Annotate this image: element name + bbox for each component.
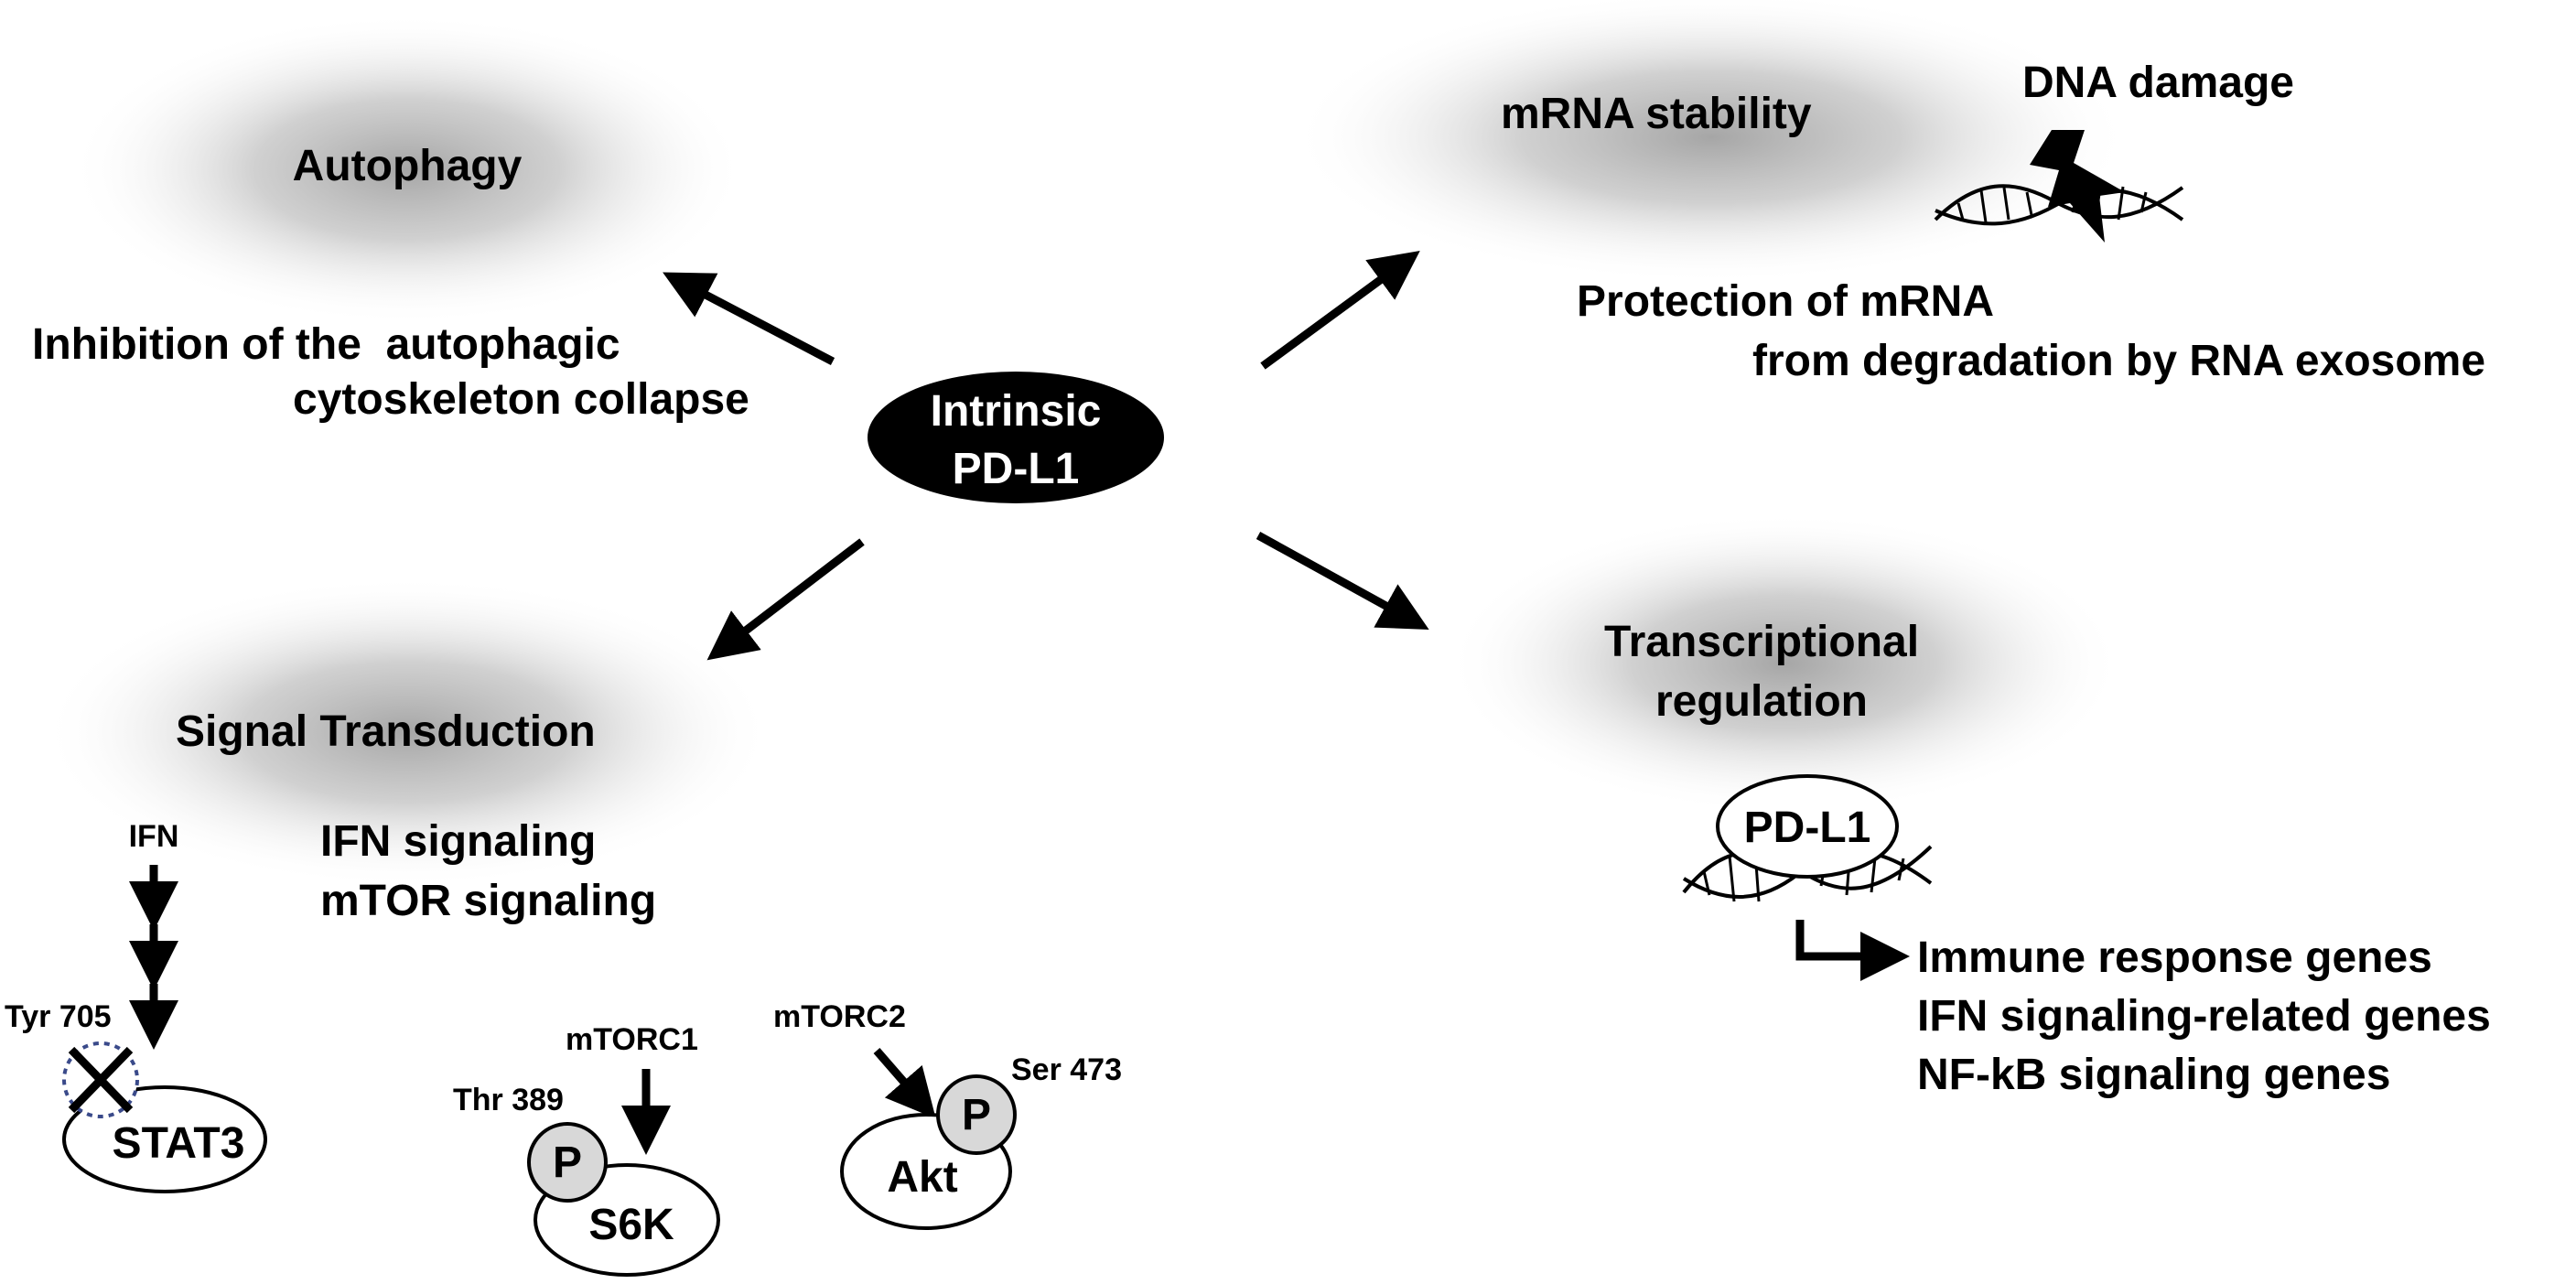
autophagy-desc-line2: cytoskeleton collapse [293, 375, 749, 424]
arrow-to-signal [706, 538, 865, 661]
transcription-cloud [1446, 513, 2123, 815]
transcription-start-arrow [1795, 920, 1910, 981]
mtorc2-arrow [873, 1048, 936, 1119]
s6k-label: S6K [588, 1201, 674, 1249]
pdl1-node [1716, 774, 1899, 879]
lightning-bolt-icon [2030, 130, 2125, 243]
mtorc1-label: mTORC1 [566, 1022, 698, 1057]
signal-desc-line2: mTOR signaling [320, 877, 656, 925]
thr389-label: Thr 389 [453, 1083, 564, 1117]
s6k-phospho-label: P [553, 1138, 582, 1187]
autophagy-cloud [69, 14, 746, 325]
mrna-desc-line1: Protection of mRNA [1577, 277, 1994, 326]
ser473-label: Ser 473 [1011, 1052, 1122, 1087]
autophagy-desc-line1: Inhibition of the autophagic [32, 320, 620, 369]
akt-phospho-label: P [962, 1091, 991, 1139]
gene-list-item-1: Immune response genes [1917, 933, 2432, 982]
signal-desc-line1: IFN signaling [320, 817, 596, 866]
arrow-to-autophagy [663, 272, 835, 365]
stat3-label: STAT3 [113, 1119, 245, 1168]
pdl1-label: PD-L1 [1744, 804, 1871, 852]
signal-cloud [41, 577, 773, 888]
gene-list-item-2: IFN signaling-related genes [1917, 992, 2491, 1041]
mrna-desc-line2: from degradation by RNA exosome [1752, 337, 2485, 385]
gene-list-item-3: NF-kB signaling genes [1917, 1051, 2390, 1099]
mrna-cloud [1290, 0, 2132, 284]
mrna-title: mRNA stability [1501, 90, 1812, 138]
blocked-x-icon [68, 1046, 134, 1114]
transcription-title-line2: regulation [1655, 677, 1868, 726]
akt-phospho [936, 1074, 1017, 1155]
tyr705-label: Tyr 705 [5, 999, 112, 1034]
arrow-to-mrna [1260, 251, 1420, 370]
center-label-line2: PD-L1 [953, 445, 1080, 493]
signal-title: Signal Transduction [176, 707, 596, 756]
autophagy-title: Autophagy [293, 142, 523, 190]
akt-label: Akt [887, 1153, 957, 1202]
center-label-line1: Intrinsic [931, 387, 1102, 436]
center-node [868, 372, 1164, 503]
mtorc2-label: mTORC2 [773, 999, 906, 1034]
s6k-phospho [527, 1122, 608, 1203]
arrow-to-transcription [1256, 532, 1429, 631]
transcription-title-line1: Transcriptional [1604, 618, 1919, 666]
dna-damage-label: DNA damage [2022, 59, 2294, 107]
ifn-label: IFN [129, 819, 179, 854]
